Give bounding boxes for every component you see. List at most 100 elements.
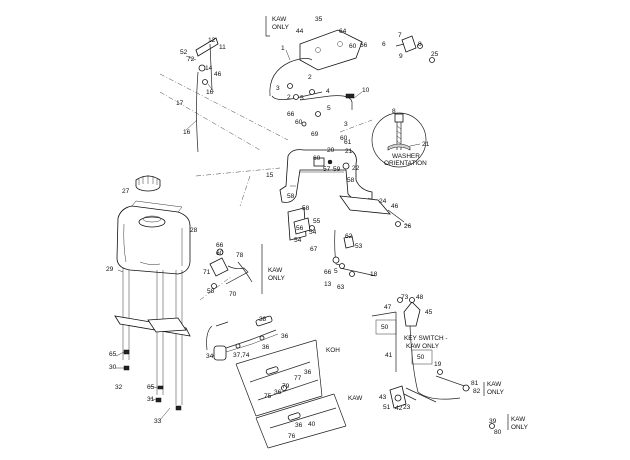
callout-52: 52 bbox=[180, 49, 188, 56]
callout-14: 14 bbox=[205, 65, 213, 72]
callout-13: 13 bbox=[324, 281, 332, 288]
callout-69: 69 bbox=[311, 131, 319, 138]
callout-labels: 35 44 64 60 66 1 7 6 8 9 25 12 11 52 72 … bbox=[106, 16, 502, 440]
callout-73: 73 bbox=[401, 294, 409, 301]
note-kaw-only-mid-2: ONLY bbox=[268, 275, 286, 282]
note-kaw-only-mid-1: KAW bbox=[268, 267, 283, 274]
callout-58-kaw: 58 bbox=[207, 288, 215, 295]
callout-51: 51 bbox=[383, 404, 391, 411]
callout-60c: 60 bbox=[340, 135, 348, 142]
callout-27: 27 bbox=[122, 188, 130, 195]
callout-72: 72 bbox=[187, 56, 195, 63]
callout-8a: 8 bbox=[418, 41, 422, 48]
callout-50b: 50 bbox=[417, 354, 425, 361]
callout-box-50b bbox=[411, 349, 433, 365]
fuel-shutoff-kaw bbox=[209, 248, 253, 289]
callout-70: 70 bbox=[229, 291, 237, 298]
note-kaw-only-r2-1: KAW bbox=[511, 416, 526, 423]
callout-4: 4 bbox=[326, 88, 330, 95]
koh-fuel-line-box bbox=[235, 339, 323, 417]
callout-35: 35 bbox=[315, 16, 323, 23]
callout-55: 55 bbox=[313, 218, 321, 225]
callout-53: 53 bbox=[355, 243, 363, 250]
callout-37-74: 37,74 bbox=[233, 352, 250, 359]
note-koh: KOH bbox=[326, 347, 340, 354]
callout-32: 32 bbox=[115, 384, 123, 391]
callout-60a: 60 bbox=[349, 43, 357, 50]
callout-16a: 16 bbox=[206, 89, 214, 96]
callout-75: 75 bbox=[264, 393, 272, 400]
fuel-cap bbox=[135, 175, 161, 192]
note-washer-orientation-1: WASHER bbox=[392, 153, 420, 160]
callout-17: 17 bbox=[176, 100, 184, 107]
callout-26: 26 bbox=[404, 223, 412, 230]
callout-59: 59 bbox=[333, 166, 341, 173]
kaw-bracket-top bbox=[265, 16, 270, 37]
callout-34: 34 bbox=[206, 353, 214, 360]
washer-orientation-detail bbox=[371, 112, 427, 168]
callout-77: 77 bbox=[294, 375, 302, 382]
callout-2: 2 bbox=[308, 74, 312, 81]
callout-5b: 5 bbox=[327, 105, 331, 112]
callout-11: 11 bbox=[219, 44, 226, 51]
callout-40: 40 bbox=[308, 421, 316, 428]
callout-20: 20 bbox=[327, 147, 335, 154]
callout-79: 79 bbox=[282, 383, 290, 390]
callout-71: 71 bbox=[203, 269, 211, 276]
note-key-switch-1: KEY SWITCH - bbox=[404, 335, 448, 342]
callout-64: 64 bbox=[339, 28, 347, 35]
callout-28: 28 bbox=[190, 227, 198, 234]
fuel-line-filter bbox=[206, 315, 279, 361]
note-kaw-only-top-1: KAW bbox=[272, 16, 287, 23]
callout-67: 67 bbox=[310, 246, 318, 253]
callout-62: 62 bbox=[345, 233, 353, 240]
note-kaw: KAW bbox=[348, 395, 363, 402]
callout-50a: 50 bbox=[381, 324, 389, 331]
callout-10: 10 bbox=[362, 87, 370, 94]
callout-22: 22 bbox=[352, 165, 360, 172]
callout-76: 76 bbox=[288, 433, 296, 440]
callout-5a: 5 bbox=[300, 95, 304, 102]
callout-3b: 3 bbox=[344, 121, 348, 128]
callout-21a: 21 bbox=[422, 141, 430, 148]
callout-81: 81 bbox=[471, 380, 479, 387]
tank-straps bbox=[114, 268, 191, 411]
callout-36c: 36 bbox=[304, 369, 312, 376]
callout-46a: 46 bbox=[214, 71, 222, 78]
callout-7: 7 bbox=[398, 32, 402, 39]
callout-48: 48 bbox=[416, 294, 424, 301]
callout-41: 41 bbox=[385, 352, 393, 359]
callout-60b: 60 bbox=[295, 119, 303, 126]
callout-66-valve: 66 bbox=[324, 269, 332, 276]
callout-24: 24 bbox=[379, 198, 387, 205]
callout-54b: 54 bbox=[294, 237, 302, 244]
note-key-switch-2: KAW ONLY bbox=[406, 343, 440, 350]
callout-58c: 58 bbox=[302, 205, 310, 212]
callout-39: 39 bbox=[489, 418, 497, 425]
callout-36e: 36 bbox=[295, 422, 303, 429]
note-kaw-only-r1-2: ONLY bbox=[487, 389, 505, 396]
callout-36a: 36 bbox=[281, 333, 289, 340]
callout-31: 31 bbox=[147, 396, 155, 403]
callout-36b: 36 bbox=[262, 344, 270, 351]
callout-9: 9 bbox=[399, 53, 403, 60]
callout-2b: 2 bbox=[287, 94, 291, 101]
control-lever-11 bbox=[195, 37, 219, 153]
throttle-bracket-64 bbox=[299, 29, 363, 71]
callout-44: 44 bbox=[296, 28, 304, 35]
callout-45: 45 bbox=[425, 309, 433, 316]
callout-29: 29 bbox=[106, 266, 114, 273]
callout-6: 6 bbox=[382, 41, 386, 48]
note-washer-orientation-2: ORIENTATION bbox=[384, 160, 427, 167]
callout-25: 25 bbox=[431, 51, 439, 58]
cable-clip-small bbox=[287, 83, 321, 127]
callout-23: 23 bbox=[403, 404, 411, 411]
callout-56: 56 bbox=[296, 225, 304, 232]
key-switch-bracket bbox=[371, 297, 471, 403]
callout-47: 47 bbox=[384, 304, 392, 311]
callout-15: 15 bbox=[266, 172, 274, 179]
fuel-valve-assembly bbox=[332, 229, 377, 277]
callout-65a: 65 bbox=[109, 351, 117, 358]
choke-cable-10 bbox=[299, 93, 355, 110]
